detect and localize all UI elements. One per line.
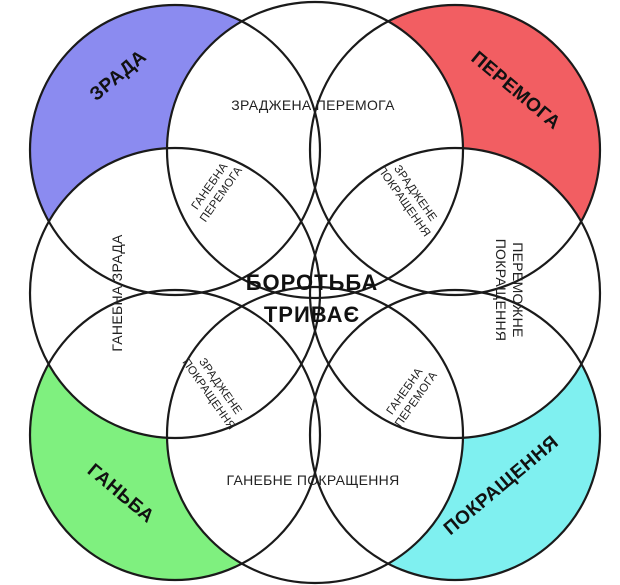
ring-hanba xyxy=(28,288,322,582)
label-peremozhne-1: ПЕРЕМОЖНЕ xyxy=(510,242,526,337)
label-center-2: ТРИВАЄ xyxy=(264,302,360,327)
ring-zrada xyxy=(28,3,322,297)
circle-inner-right xyxy=(310,148,600,438)
label-hanebne-pokrashchennia: ГАНЕБНЕ ПОКРАЩЕННЯ xyxy=(227,472,400,488)
ring-inner-right xyxy=(308,146,602,440)
ring-peremoha xyxy=(308,3,602,297)
circle-inner-left xyxy=(30,148,320,438)
label-center-1: БОРОТЬБА xyxy=(246,270,379,295)
ring-pokrashchennia xyxy=(308,288,602,582)
ring-inner-bottom xyxy=(165,285,465,585)
label-hanebna-zrada: ГАНЕБНА ЗРАДА xyxy=(109,234,125,352)
ring-inner-top xyxy=(165,0,465,300)
label-zradzhena-peremoha: ЗРАДЖЕНА ПЕРЕМОГА xyxy=(231,97,395,113)
ring-inner-left xyxy=(28,146,322,440)
label-peremozhne-2: ПОКРАЩЕННЯ xyxy=(493,239,509,342)
